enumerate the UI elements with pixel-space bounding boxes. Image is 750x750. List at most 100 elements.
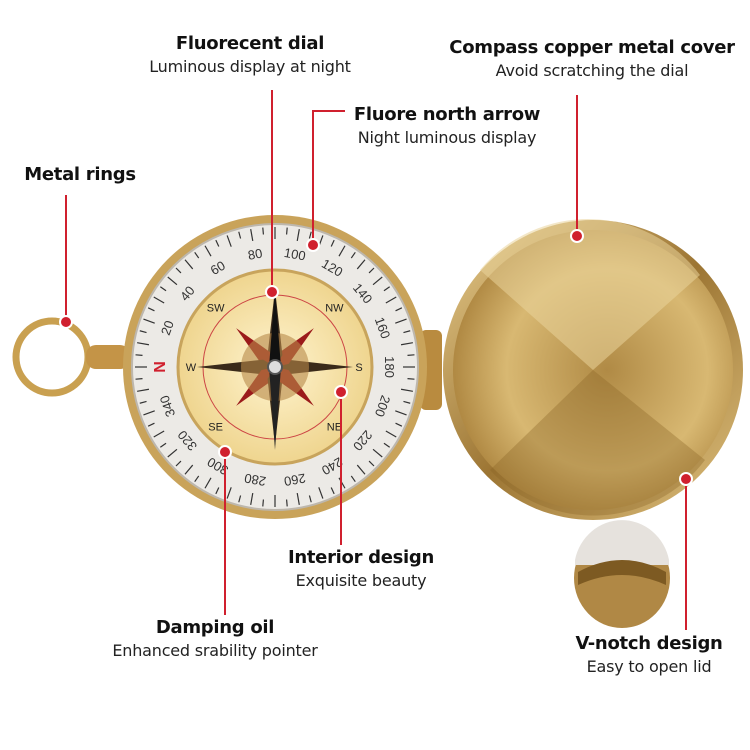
callout-title: V-notch design (575, 633, 723, 654)
bezel-tick (330, 487, 335, 495)
bezel-tick (262, 499, 265, 507)
bezel-tick (167, 448, 178, 458)
callout-dots (59, 229, 693, 486)
bezel-number: 160 (372, 315, 394, 341)
bezel-tick (318, 487, 324, 499)
bezel-number: 100 (283, 245, 307, 264)
bezel-tick (143, 318, 155, 324)
bezel-tick (137, 342, 150, 346)
bezel-tick (238, 231, 242, 239)
callout-lines (65, 90, 687, 630)
bezel-tick (215, 239, 220, 247)
bezel-tick (330, 239, 335, 247)
bezel-tick (395, 410, 407, 416)
callout-title: Damping oil (155, 617, 275, 638)
bezel-tick (262, 227, 265, 235)
bezel-tick (139, 400, 147, 404)
callout-title: Metal rings (24, 164, 136, 185)
callout-damping-oil: Damping oil Enhanced srability pointer (112, 617, 317, 660)
bezel-tick (385, 296, 397, 304)
dial-letter: SE (208, 421, 223, 433)
bezel-tick (338, 245, 346, 257)
dial-letter: SW (207, 303, 225, 315)
bezel-tick (395, 318, 407, 324)
bezel-tick (368, 460, 375, 467)
bezel-tick (153, 430, 165, 438)
bezel-tick (184, 259, 194, 270)
v-notch-groove (578, 560, 666, 585)
bezel-tick (137, 388, 150, 392)
callout-subtitle: Luminous display at night (149, 57, 351, 76)
ring-bow (86, 345, 130, 369)
bezel-tick (159, 286, 167, 292)
callout-subtitle: Enhanced srability pointer (112, 641, 318, 660)
bezel-tick (368, 267, 375, 274)
bezel-tick (285, 227, 288, 235)
bezel-tick (226, 487, 232, 499)
dial-letter: NW (325, 303, 344, 315)
north-arrow-needle (269, 290, 281, 367)
bezel-tick (204, 245, 212, 257)
bezel-tick (153, 296, 165, 304)
bezel-tick (250, 229, 254, 242)
callout-title: Fluore north arrow (353, 104, 541, 125)
bezel-tick (407, 377, 415, 380)
bezel-tick (139, 330, 147, 334)
callout-north-arrow: Fluore north arrow Night luminous displa… (353, 104, 541, 147)
callout-subtitle: Exquisite beauty (295, 571, 427, 590)
bezel-number: 180 (382, 356, 397, 378)
callout-subtitle: Night luminous display (357, 128, 537, 147)
bezel-tick (356, 259, 366, 270)
needle-pivot (267, 359, 283, 375)
callout-title: Interior design (287, 547, 435, 568)
callout-interior-design: Interior design Exquisite beauty (288, 547, 434, 590)
bezel-tick (147, 422, 155, 427)
bezel-tick (395, 307, 403, 312)
callout-title: Compass copper metal cover (449, 37, 735, 58)
bezel-tick (135, 377, 143, 380)
bezel-tick (383, 442, 391, 448)
bezel-number: 200 (372, 393, 394, 419)
bezel-tick (147, 307, 155, 312)
callout-v-notch: V-notch design Easy to open lid (575, 633, 722, 676)
bezel-tick (385, 430, 397, 438)
bezel-tick (194, 251, 200, 259)
dial-letter: W (186, 362, 197, 374)
bezel-tick (175, 267, 182, 274)
bezel-tick (407, 354, 415, 357)
bezel-tick (159, 442, 167, 448)
bezel-tick (350, 475, 356, 483)
bezel-tick (143, 410, 155, 416)
bezel-ticks (135, 227, 415, 507)
south-needle (269, 367, 281, 450)
callout-title: Fluorecent dial (175, 33, 325, 54)
dial-letter: S (355, 362, 362, 374)
lid-shade (490, 370, 705, 516)
v-notch-background (575, 520, 669, 565)
bezel-tick (403, 330, 411, 334)
bezel-tick (400, 342, 413, 346)
bezel-tick (135, 354, 143, 357)
bezel-tick (226, 235, 232, 247)
bezel-number: 60 (208, 258, 228, 278)
bezel-tick (184, 464, 194, 475)
bezel-tick (167, 276, 178, 286)
metal-ring (12, 317, 92, 397)
bezel-tick (308, 231, 312, 239)
bezel-tick (395, 422, 403, 427)
bezel-tick (285, 499, 288, 507)
bezel-tick (296, 492, 300, 505)
bezel-tick (296, 229, 300, 242)
bezel-tick (356, 464, 366, 475)
bezel-tick (400, 388, 413, 392)
bezel-tick (372, 448, 383, 458)
bezel-tick (350, 251, 356, 259)
bezel-tick (403, 400, 411, 404)
bezel-tick (383, 286, 391, 292)
bezel-tick (175, 460, 182, 467)
bezel-number: 280 (243, 470, 267, 489)
callout-fluorescent-dial: Fluorecent dial Luminous display at nigh… (149, 33, 351, 76)
callout-metal-rings: Metal rings (24, 164, 136, 185)
dial-letter: NE (327, 421, 342, 433)
